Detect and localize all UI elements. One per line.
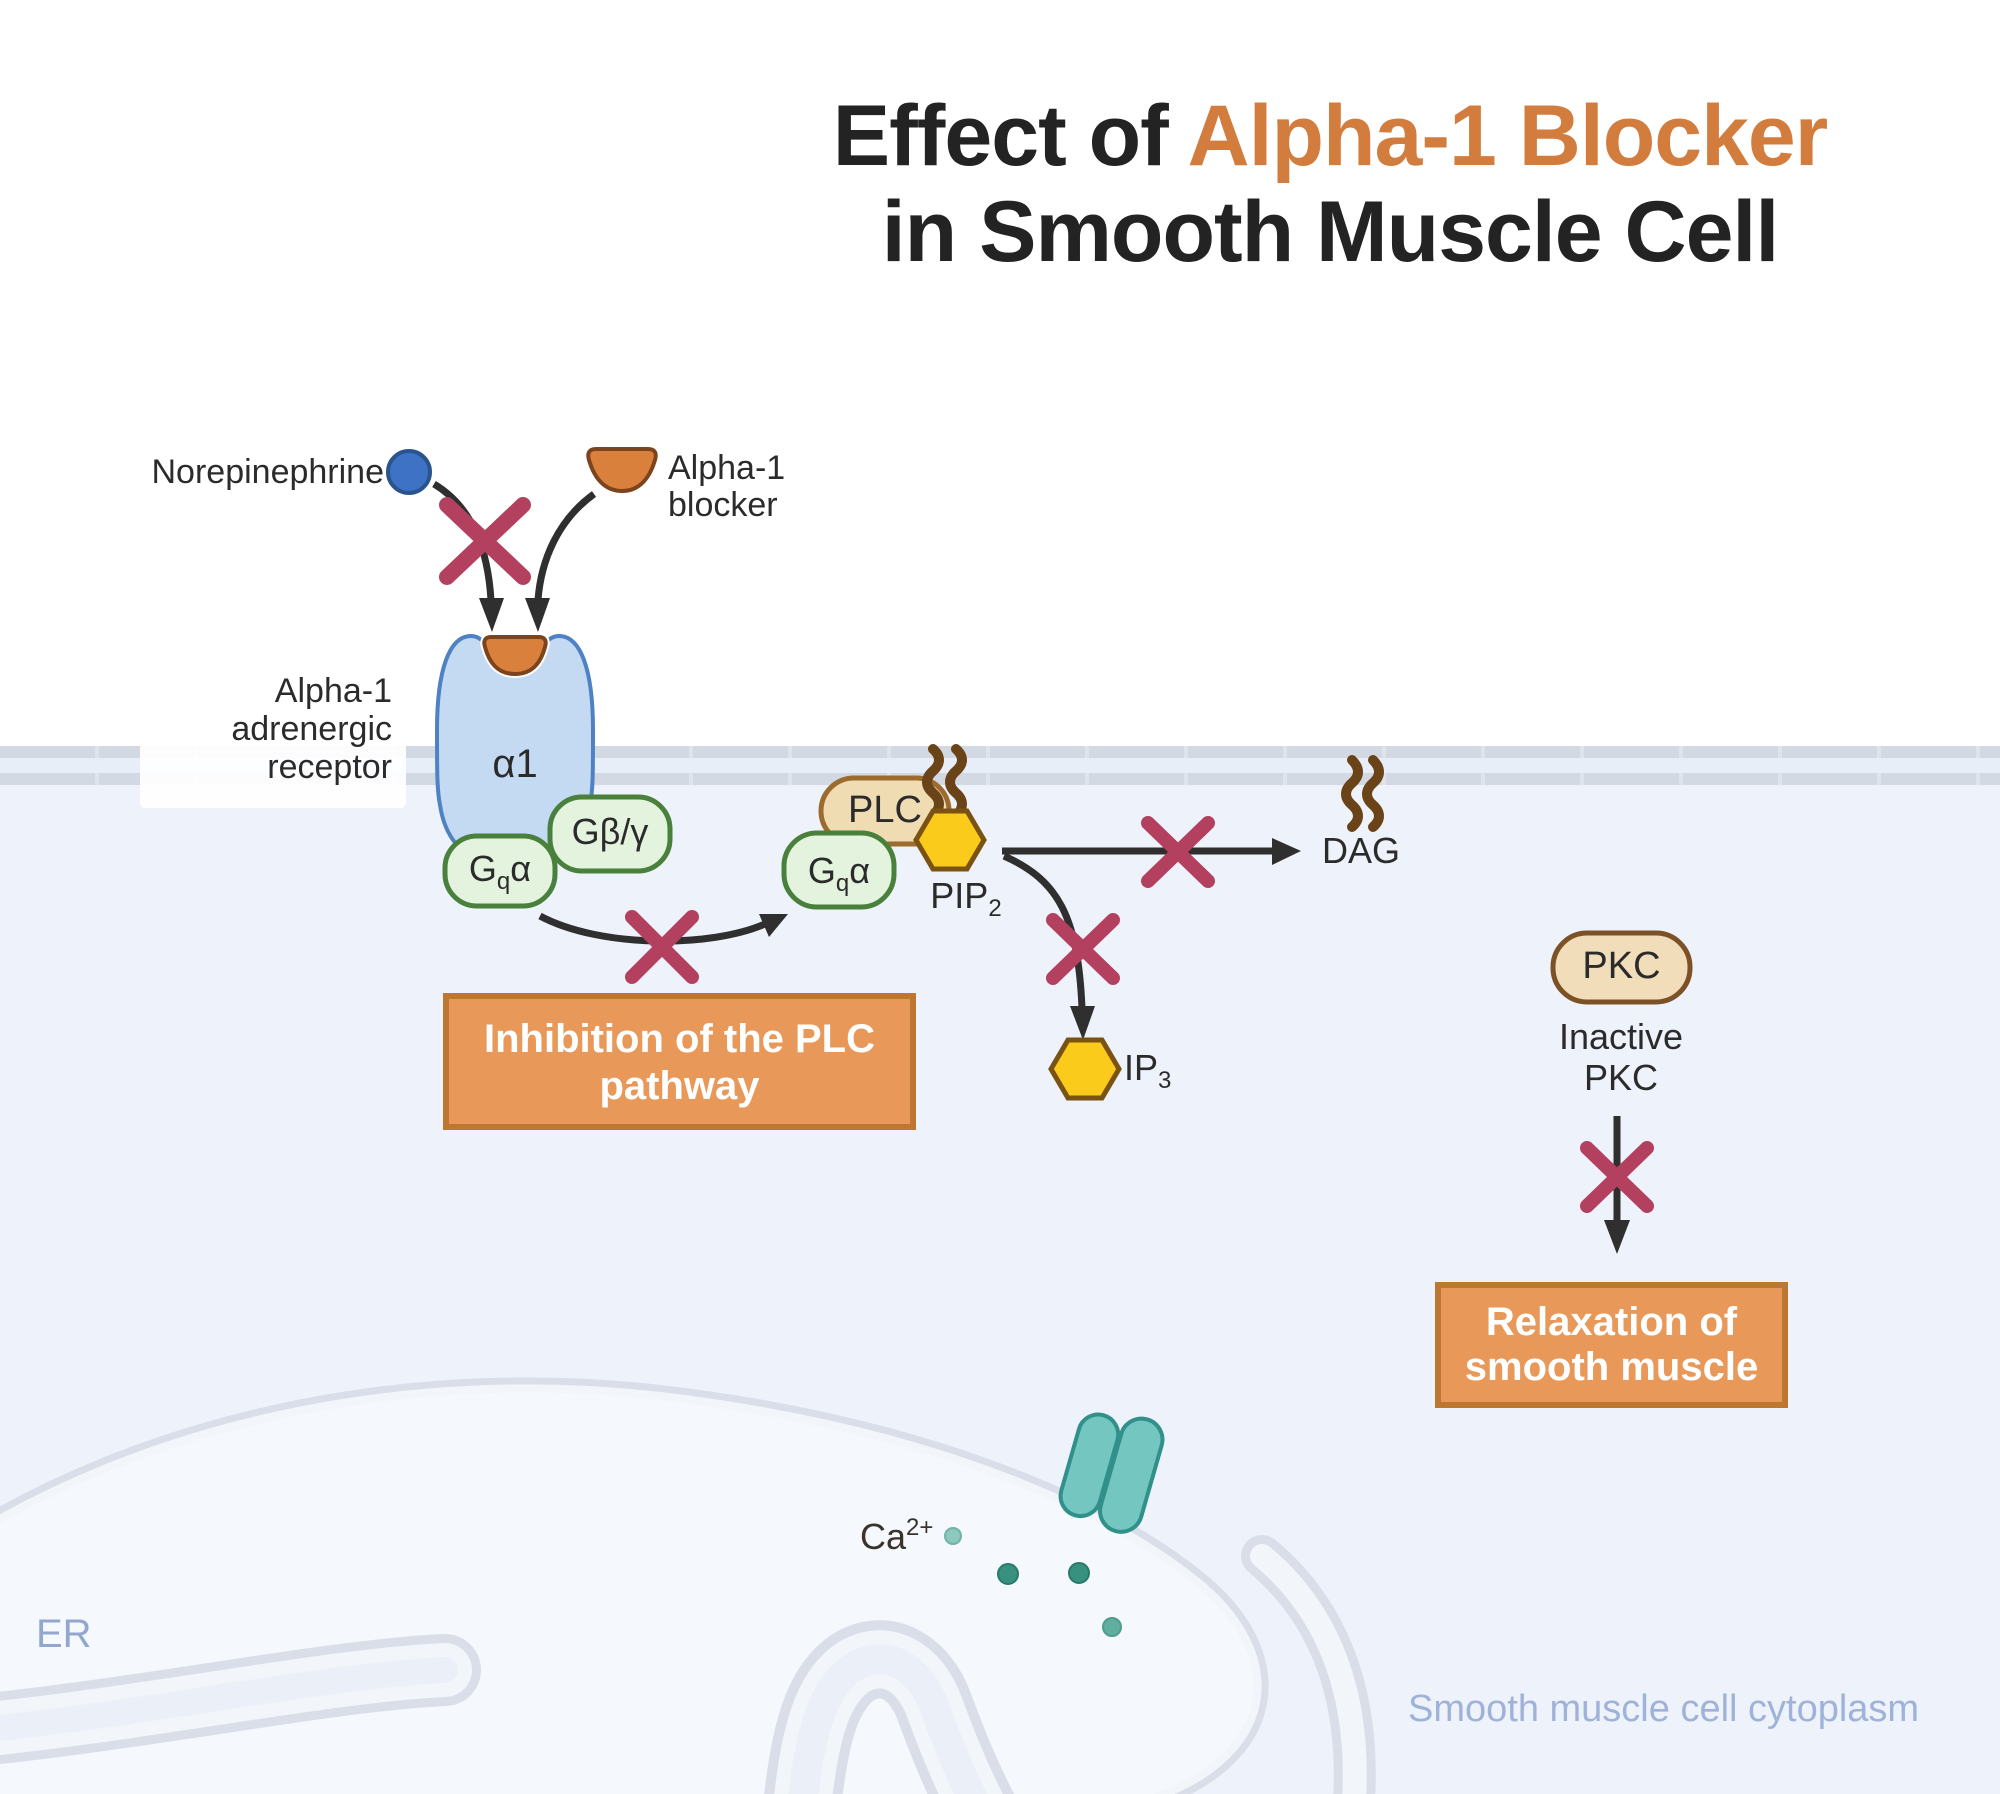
pkc-arrowhead [1604,1220,1630,1254]
pip2-lipid-tails [922,744,967,821]
title-highlight: Alpha-1 Blocker [1187,88,1828,184]
er-label: ER [36,1612,92,1656]
calcium-ion [997,1563,1019,1585]
pkc-label: PKC [1582,945,1661,987]
blocker-arrowhead [525,598,550,632]
inactive-pkc-label: Inactive PKC [1558,1016,1684,1098]
calcium-label: Ca2+ [860,1514,934,1557]
x-ligand [439,497,531,585]
bound-blocker-icon [482,635,548,677]
blocker-arrow [534,491,597,601]
cytoplasm-label: Smooth muscle cell cytoplasm [1408,1688,1920,1730]
dag-lipid-tails [1341,755,1384,832]
ip3-arrowhead [1070,1006,1095,1040]
ip3-hexagon [1048,1037,1122,1101]
receptor-label-backdrop [140,658,406,808]
er-membrane [0,1377,1376,1794]
calcium-channel-icon [1058,1412,1165,1534]
calcium-ion-dots [944,1527,1122,1637]
er-fold-left [0,1634,481,1765]
er-fold-right [1241,1535,1376,1794]
norepinephrine-label: Norepinephrine [151,453,385,491]
x-dag [1141,816,1215,888]
dag-arrowhead [1272,838,1301,865]
x-gq-plc [625,910,699,984]
g-beta-gamma-shape [547,794,673,874]
dag-label: DAG [1322,830,1401,871]
pip2-hexagon [913,808,987,872]
ip3-arrow [1002,852,1086,1009]
alpha1-blocker-label: Alpha-1 blocker [668,449,786,524]
receptor-symbol: α1 [492,742,538,786]
calcium-ion [1102,1617,1122,1637]
title-line2: in Smooth Muscle Cell [881,184,1779,280]
plc-label: PLC [848,789,922,831]
inhibition-x-marks [439,497,1654,1213]
calcium-ion [1068,1562,1090,1584]
norepinephrine-icon [386,449,432,495]
g-beta-gamma-label: Gβ/γ [571,811,649,852]
receptor-label: Alpha-1 adrenergic receptor [231,672,392,786]
inhibition-callout: Inhibition of the PLC pathway [443,993,916,1130]
title-line1: Effect of Alpha-1 Blocker [660,88,2000,184]
er-fold-middle [764,1620,1015,1794]
ligand-arrows [432,480,597,601]
norepinephrine-arrowhead [479,598,504,632]
page-title: Effect of Alpha-1 Blocker in Smooth Musc… [660,88,2000,280]
gq-alpha-shape [442,833,558,909]
relaxation-callout: Relaxation of smooth muscle [1435,1282,1788,1408]
alpha1-blocker-icon [586,447,658,494]
pip2-label: PIP2 [930,875,1002,923]
gq-alpha2-label: Gqα [807,850,871,898]
gq-plc-arrowhead [759,914,788,937]
gq-alpha2-shape [781,830,897,910]
gq-alpha-label: Gqα [468,848,532,896]
x-pkc [1580,1141,1654,1213]
calcium-ion [944,1527,962,1545]
ip3-label: IP3 [1124,1047,1172,1095]
x-ip3 [1046,913,1120,985]
pkc-shape [1550,930,1693,1005]
title-prefix: Effect of [832,88,1188,184]
